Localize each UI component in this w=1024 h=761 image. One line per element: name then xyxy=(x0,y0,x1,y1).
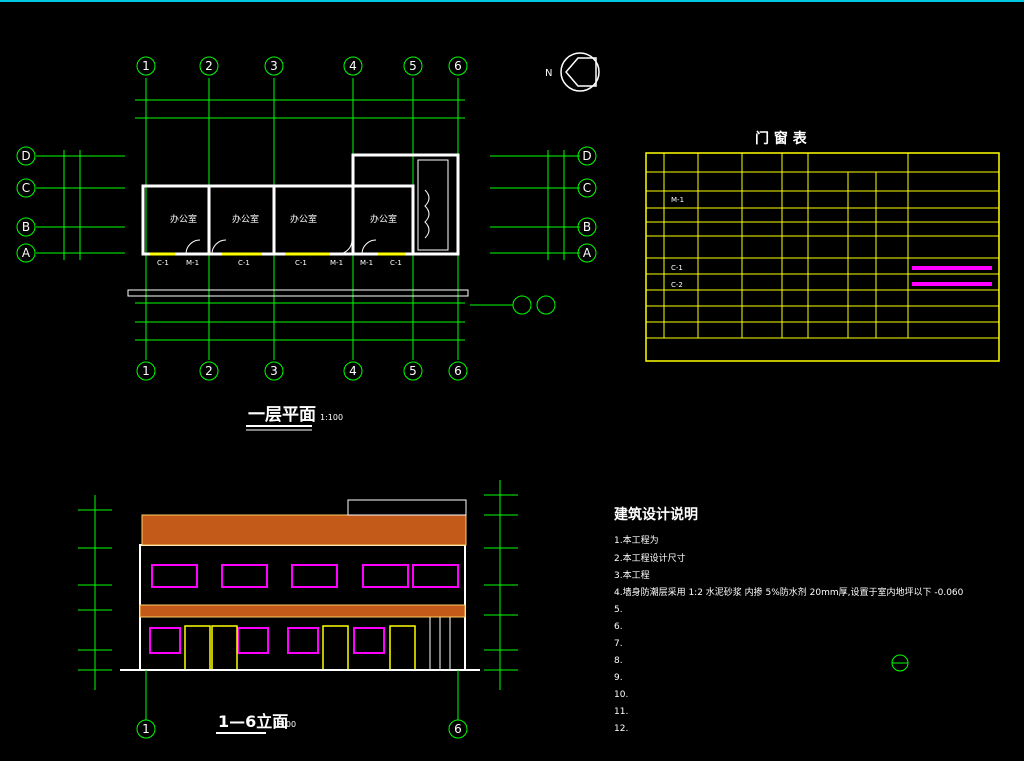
notes-line-4: 4.墙身防潮层采用 1:2 水泥砂浆 内掺 5%防水剂 20mm厚,设置于室内地… xyxy=(614,586,964,598)
elevation: 1 6 1—6立面 1:100 xyxy=(78,480,518,739)
section-symbols xyxy=(470,295,556,315)
top-edge-line xyxy=(0,0,1024,2)
axis-top-5: 5 xyxy=(409,59,417,73)
plan-horizontal-gridlines xyxy=(36,150,580,260)
opening-label-1: C-1 xyxy=(157,259,169,267)
axis-top-3: 3 xyxy=(270,59,278,73)
axis-top-2: 2 xyxy=(205,59,213,73)
plan-row-axes-left: D C B A xyxy=(16,146,36,263)
roof-tiles-upper xyxy=(141,514,467,546)
table-code-m1: M-1 xyxy=(671,196,684,204)
plan-col-axes-bottom: 1 2 3 4 5 6 xyxy=(136,361,468,381)
axis-bottom-4: 4 xyxy=(349,364,357,378)
elevation-level-marks-left xyxy=(78,495,112,690)
opening-label-3: C-1 xyxy=(238,259,250,267)
table-code-c1: C-1 xyxy=(671,264,683,272)
notes-line-3: 3.本工程 xyxy=(614,569,650,581)
elev-axis-label-1: 1 xyxy=(142,722,150,736)
axis-bottom-1: 1 xyxy=(142,364,150,378)
axis-right-C: C xyxy=(583,181,591,195)
axis-bottom-3: 3 xyxy=(270,364,278,378)
plan-col-axes-top: 1 2 3 4 5 6 xyxy=(136,56,468,76)
axis-bottom-2: 2 xyxy=(205,364,213,378)
opening-label-7: C-1 xyxy=(390,259,402,267)
elevation-stair xyxy=(429,617,451,670)
plan-door-swings xyxy=(185,239,377,255)
notes-line-2: 2.本工程设计尺寸 xyxy=(614,552,686,564)
room-label-2: 办公室 xyxy=(232,213,259,225)
elevation-doors xyxy=(184,625,416,671)
opening-label-5: M-1 xyxy=(330,259,343,267)
notes-line-1: 1.本工程为 xyxy=(614,534,659,546)
elev-axis-bubble-6 xyxy=(448,719,468,739)
room-label-1: 办公室 xyxy=(170,213,197,225)
plan-title: 一层平面 xyxy=(248,405,316,425)
elev-axis-label-6: 6 xyxy=(454,722,462,736)
elevation-level-marks-right xyxy=(484,480,518,690)
plan-scale: 1:100 xyxy=(320,413,343,422)
axis-top-1: 1 xyxy=(142,59,150,73)
plan-row-axes-right: D C B A xyxy=(577,146,597,263)
axis-right-D: D xyxy=(582,149,591,163)
elevation-title: 1—6立面 xyxy=(218,712,288,731)
axis-top-6: 6 xyxy=(454,59,462,73)
elevation-scale: 1:100 xyxy=(273,720,296,729)
notes-line-8: 8. xyxy=(614,656,623,666)
opening-label-6: M-1 xyxy=(360,259,373,267)
notes-title: 建筑设计说明 xyxy=(614,506,698,523)
axis-left-B: B xyxy=(22,220,30,234)
north-label: N xyxy=(545,68,552,79)
axis-bottom-6: 6 xyxy=(454,364,462,378)
notes-line-6: 6. xyxy=(614,622,623,632)
axis-bottom-5: 5 xyxy=(409,364,417,378)
north-arrow: N xyxy=(545,52,600,92)
notes-line-12: 12. xyxy=(614,724,628,734)
plan-stair xyxy=(417,159,449,251)
floor-plan: 办公室 办公室 办公室 办公室 C-1 M-1 C-1 C-1 M-1 M-1 … xyxy=(16,56,597,431)
table-code-c2: C-2 xyxy=(671,281,683,289)
axis-left-D: D xyxy=(21,149,30,163)
notes-line-10: 10. xyxy=(614,690,628,700)
elev-axis-bubble-1 xyxy=(136,719,156,739)
axis-top-4: 4 xyxy=(349,59,357,73)
opening-label-4: C-1 xyxy=(295,259,307,267)
axis-left-A: A xyxy=(22,246,31,260)
table-highlight-1 xyxy=(912,266,992,270)
notes-line-9: 9. xyxy=(614,673,623,683)
axis-right-B: B xyxy=(583,220,591,234)
plan-apron xyxy=(127,289,469,297)
upper-windows xyxy=(151,564,459,588)
axis-left-C: C xyxy=(22,181,30,195)
plan-walls xyxy=(141,153,460,256)
room-label-4: 办公室 xyxy=(370,213,397,225)
roof-parapet xyxy=(347,499,467,516)
door-window-table: 门 窗 表 M-1 C-1 C-2 xyxy=(645,130,1000,362)
notes-line-11: 11. xyxy=(614,707,628,717)
table-title: 门 窗 表 xyxy=(755,130,808,147)
table-grid xyxy=(646,153,999,339)
notes-line-7: 7. xyxy=(614,639,623,649)
design-notes: 建筑设计说明 1.本工程为 2.本工程设计尺寸 3.本工程 4.墙身防潮层采用 … xyxy=(614,506,964,734)
room-label-3: 办公室 xyxy=(290,213,317,225)
notes-line-5: 5. xyxy=(614,605,623,615)
opening-label-2: M-1 xyxy=(186,259,199,267)
roof-tiles-lower xyxy=(139,604,466,618)
axis-right-A: A xyxy=(583,246,592,260)
lower-windows xyxy=(149,627,385,654)
table-highlight-2 xyxy=(912,282,992,286)
